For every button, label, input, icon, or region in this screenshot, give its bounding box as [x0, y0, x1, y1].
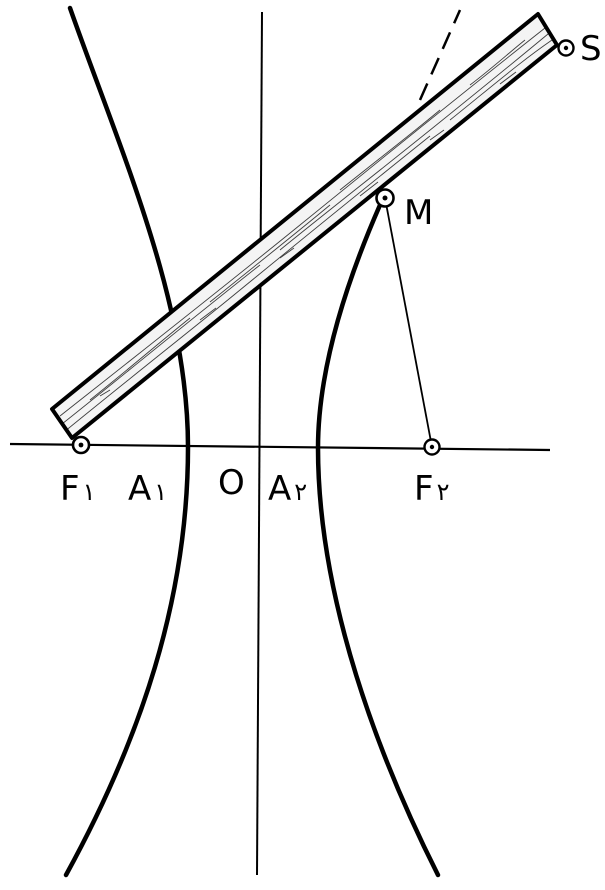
left-hyperbola-branch [63, 5, 191, 878]
y-axis [256, 11, 263, 876]
right-hyperbola-branch [315, 202, 441, 878]
label-m: M [404, 193, 433, 233]
pin-m [375, 188, 395, 208]
pin-s [557, 39, 575, 57]
dashed-extension [418, 9, 462, 101]
label-s: S [580, 29, 602, 69]
string-m-to-f2 [384, 197, 433, 448]
label-o: O [218, 463, 245, 503]
pin-f1 [71, 435, 91, 455]
x-axis [9, 442, 551, 452]
pin-f2 [423, 438, 441, 456]
wooden-ruler [50, 12, 559, 440]
